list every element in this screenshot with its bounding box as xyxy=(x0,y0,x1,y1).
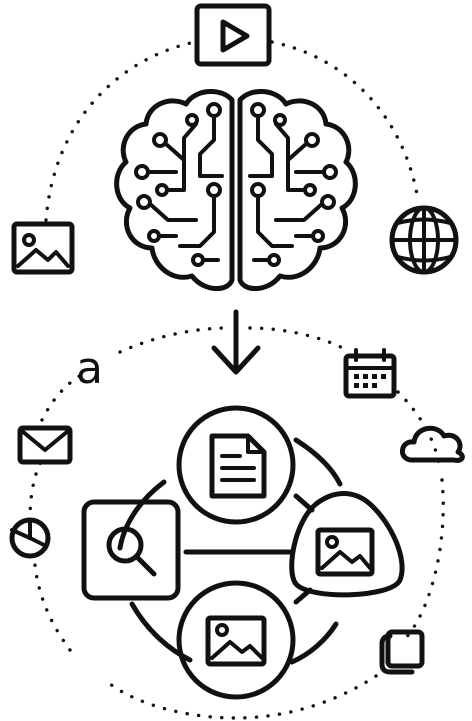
image-icon xyxy=(11,221,75,275)
video-play-icon xyxy=(194,3,272,67)
floating-letter: a xyxy=(76,343,103,394)
copy-icon xyxy=(379,629,425,675)
image-node-bottom xyxy=(176,580,296,700)
calendar-icon xyxy=(343,348,397,399)
brain-circuit-icon xyxy=(114,89,358,291)
search-node xyxy=(81,499,181,601)
globe-icon xyxy=(389,205,459,275)
top-orbit-dotted-path xyxy=(44,40,420,302)
cloud-icon xyxy=(400,425,465,463)
down-arrow-icon xyxy=(211,309,261,375)
chart-icon xyxy=(9,517,51,559)
hub-network xyxy=(81,405,405,700)
document-node xyxy=(176,405,296,525)
image-node-right xyxy=(289,491,405,598)
email-icon xyxy=(17,425,73,465)
